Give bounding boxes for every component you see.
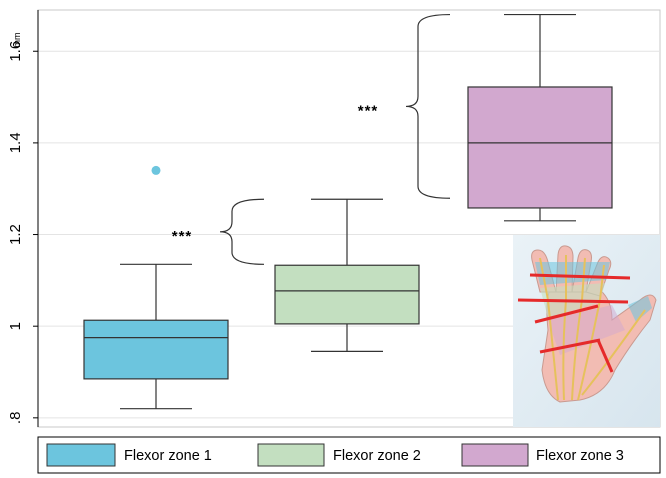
- box-iqr: [274, 264, 420, 325]
- y-tick-label: 1.6: [7, 41, 24, 62]
- significance-label: ***: [172, 228, 193, 245]
- box-iqr: [467, 86, 613, 209]
- legend-swatch-zone-1: [46, 443, 116, 467]
- y-tick-label: .8: [7, 412, 24, 425]
- hand-zones-inset-image: [513, 235, 660, 427]
- box-iqr: [83, 319, 229, 380]
- legend-label-zone-2: Flexor zone 2: [333, 448, 421, 464]
- box-series: [83, 13, 613, 410]
- legend-frame: [37, 436, 661, 474]
- legend: Flexor zone 1 Flexor zone 2 Flexor zone …: [37, 436, 661, 474]
- y-tick-label: 1.2: [7, 224, 24, 245]
- y-tick-label: 1.4: [7, 132, 24, 153]
- y-unit-label: mm: [12, 33, 22, 48]
- significance-annotations: *** ***: [172, 13, 451, 265]
- significance-bracket: [405, 13, 451, 199]
- box-2: [274, 198, 420, 352]
- outlier-point: [151, 165, 161, 175]
- significance-bracket: [219, 198, 265, 265]
- legend-label-zone-3: Flexor zone 3: [536, 448, 624, 464]
- significance-label: ***: [358, 102, 379, 119]
- legend-swatch-zone-2: [257, 443, 325, 467]
- box-3: [467, 13, 613, 222]
- legend-label-zone-1: Flexor zone 1: [124, 448, 212, 464]
- legend-swatch-zone-3: [461, 443, 529, 467]
- box-1: [83, 165, 229, 410]
- y-axis: .8 1 1.2 1.4 1.6: [7, 10, 39, 427]
- y-tick-label: 1: [7, 322, 24, 330]
